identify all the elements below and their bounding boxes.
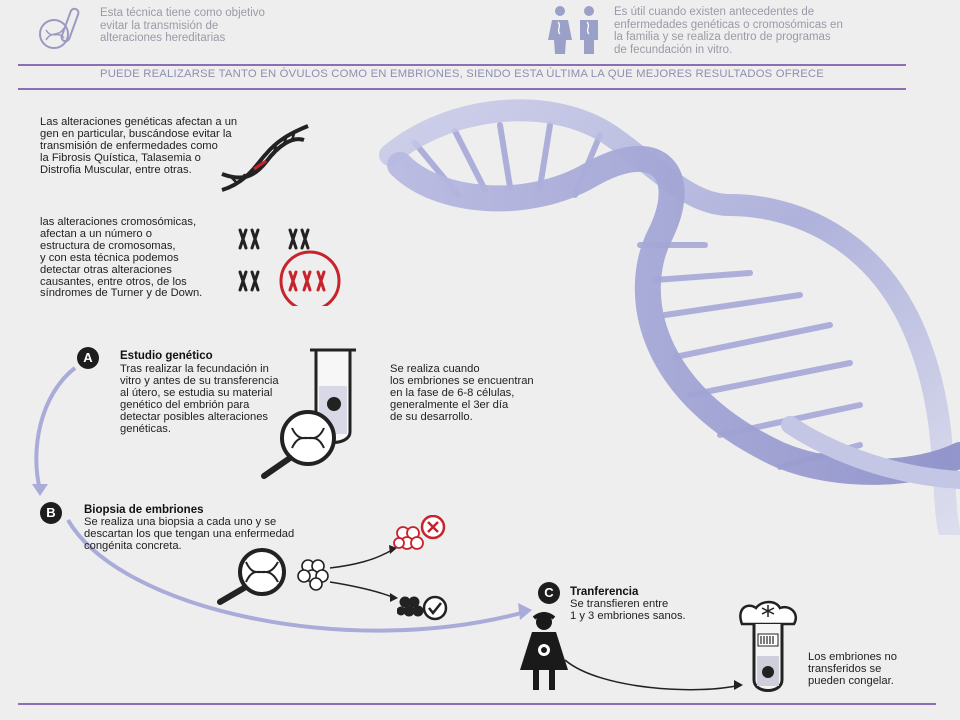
chromosomal-alterations-text: las alteraciones cromosómicas, afectan a… bbox=[40, 216, 240, 300]
step-c-line: 1 y 3 embriones sanos. bbox=[570, 609, 686, 622]
frozen-embryos-text: Los embriones no transferidos se pueden … bbox=[808, 651, 948, 688]
genetic-line: la Fibrosis Quística, Talasemia o bbox=[40, 151, 201, 164]
header-right-line: enfermedades genéticas o cromosómicas en bbox=[614, 18, 843, 31]
dna-helix-illustration bbox=[379, 99, 960, 535]
chromosomal-line: estructura de cromosomas, bbox=[40, 239, 176, 252]
chromosomal-line: causantes, entre otros, de los bbox=[40, 275, 187, 288]
step-c-title: Tranferencia bbox=[570, 586, 639, 598]
header-right-line: Es útil cuando existen antecedentes de bbox=[614, 6, 815, 18]
banner-rule-bottom bbox=[18, 88, 906, 90]
test-tube-dna-icon bbox=[32, 6, 88, 55]
step-a-line: vitro y antes de su transferencia bbox=[120, 374, 279, 387]
step-c-badge: C bbox=[538, 582, 560, 604]
test-tube-magnifier-icon bbox=[258, 346, 378, 486]
step-c-line: Se transfieren entre bbox=[570, 598, 669, 610]
frozen-line: pueden congelar. bbox=[808, 674, 894, 687]
step-a-side-line: los embriones se encuentran bbox=[390, 374, 534, 387]
chromosomal-line: detectar otras alteraciones bbox=[40, 263, 172, 276]
dna-strand-icon bbox=[218, 122, 310, 199]
couple-icon bbox=[542, 4, 608, 61]
step-a-side-line: en la fase de 6-8 células, bbox=[390, 386, 515, 399]
step-a-line: genético del embrión para bbox=[120, 398, 250, 411]
step-b-line: descartan los que tengan una enfermedad bbox=[84, 527, 295, 540]
chromosomal-line: y con esta técnica podemos bbox=[40, 251, 179, 264]
frozen-test-tube-icon bbox=[736, 600, 800, 699]
step-a-title: Estudio genético bbox=[120, 350, 213, 362]
step-a-side-text: Se realiza cuando los embriones se encue… bbox=[390, 363, 580, 424]
step-b-badge: B bbox=[40, 502, 62, 524]
header-left-line: alteraciones hereditarias bbox=[100, 32, 226, 44]
biopsy-magnifier-icon bbox=[212, 546, 342, 611]
header-right-line: la familia y se realiza dentro de progra… bbox=[614, 31, 831, 43]
discarded-embryo-icon bbox=[393, 514, 453, 562]
header-left-line: Esta técnica tiene como objetivo bbox=[100, 7, 265, 19]
step-a-text: Tras realizar la fecundación in vitro y … bbox=[120, 363, 310, 435]
banner-text: PUEDE REALIZARSE TANTO EN ÓVULOS COMO EN… bbox=[99, 68, 825, 80]
frozen-line: Los embriones no bbox=[808, 651, 897, 663]
header-right-text: Es útil cuando existen antecedentes de e… bbox=[614, 6, 914, 56]
woman-icon bbox=[516, 612, 572, 697]
chromosomal-line: afectan a un número o bbox=[40, 227, 152, 240]
step-a-line: detectar posibles alteraciones bbox=[120, 410, 269, 423]
step-a-line: al útero, se estudia su material bbox=[120, 386, 273, 399]
step-a-side-line: de su desarrollo. bbox=[390, 410, 473, 423]
step-b-line: Se realiza una biopsia a cada uno y se bbox=[84, 516, 277, 528]
genetic-line: gen en particular, buscándose evitar la bbox=[40, 127, 232, 140]
healthy-embryo-icon bbox=[396, 590, 453, 629]
genetic-line: transmisión de enfermedades como bbox=[40, 139, 218, 152]
step-a-line: genéticas. bbox=[120, 422, 171, 435]
genetic-line: Las alteraciones genéticas afectan a un bbox=[40, 116, 238, 128]
step-a-side-line: Se realiza cuando bbox=[390, 363, 480, 375]
genetic-alterations-text: Las alteraciones genéticas afectan a un … bbox=[40, 116, 260, 177]
chromosomal-line: síndromes de Turner y de Down. bbox=[40, 287, 203, 300]
bottom-rule bbox=[18, 703, 936, 705]
step-b-text: Se realiza una biopsia a cada uno y se d… bbox=[84, 516, 364, 553]
header-right-line: de fecundación in vitro. bbox=[614, 43, 733, 56]
header-left-text: Esta técnica tiene como objetivo evitar … bbox=[100, 7, 340, 45]
step-b-line: congénita concreta. bbox=[84, 539, 182, 552]
header-left-line: evitar la transmisión de bbox=[100, 19, 219, 32]
step-a-badge: A bbox=[77, 347, 99, 369]
frozen-line: transferidos se bbox=[808, 662, 882, 675]
step-a-line: Tras realizar la fecundación in bbox=[120, 363, 269, 375]
banner-rule-top bbox=[18, 64, 906, 66]
chromosomes-icon bbox=[234, 224, 346, 312]
genetic-line: Distrofia Muscular, entre otras. bbox=[40, 163, 192, 176]
chromosomal-line: las alteraciones cromosómicas, bbox=[40, 216, 197, 228]
step-b-title: Biopsia de embriones bbox=[84, 504, 204, 516]
step-a-side-line: generalmente el 3er día bbox=[390, 398, 509, 411]
step-c-text: Se transfieren entre 1 y 3 embriones san… bbox=[570, 598, 750, 623]
